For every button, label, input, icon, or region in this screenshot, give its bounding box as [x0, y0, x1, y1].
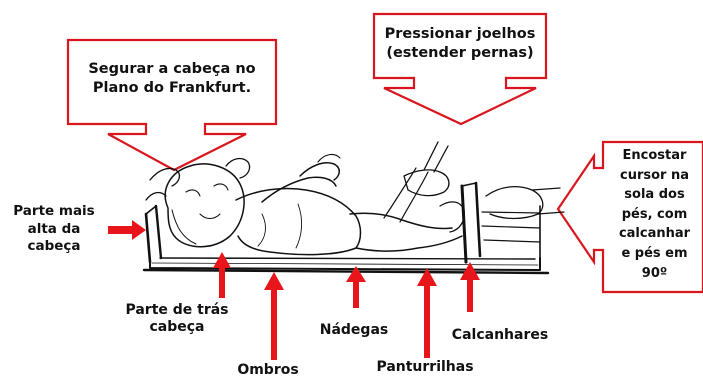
top-of-head-label: Parte mais alta da cabeça — [4, 203, 104, 256]
shoulders-arrow — [264, 272, 284, 360]
buttocks-arrow — [346, 266, 366, 308]
calves-label-line: Panturrilhas — [376, 359, 474, 375]
feet-callout-line: sola dos — [624, 187, 685, 203]
top-of-head-label-line: cabeça — [27, 238, 81, 254]
back-of-head-arrow — [213, 252, 231, 298]
feet-callout-line: Encostar — [622, 148, 687, 163]
head-callout-line: Plano do Frankfurt. — [92, 80, 252, 96]
feet-callout-text: Encostar cursor na sola dos pés, com cal… — [606, 146, 703, 283]
head-callout-text: Segurar a cabeça no Plano do Frankfurt. — [72, 60, 272, 98]
shoulders-label: Ombros — [228, 362, 308, 379]
feet-callout-line: pés, com — [621, 206, 688, 222]
feet-callout-box — [556, 140, 703, 294]
back-of-head-label-line: Parte de trás — [125, 302, 229, 318]
top-of-head-arrow — [108, 220, 146, 240]
knees-callout-line: (estender pernas) — [386, 45, 534, 61]
top-of-head-label-line: Parte mais — [13, 203, 95, 219]
heels-arrow — [460, 262, 480, 312]
feet-callout-line: cursor na — [619, 167, 689, 183]
red-arrows — [108, 220, 480, 360]
measuring-board — [142, 181, 550, 275]
calves-arrow — [417, 268, 437, 358]
heels-label-line: Calcanhares — [451, 327, 549, 343]
feet-callout-line: e pés em — [621, 245, 688, 261]
top-of-head-label-line: alta da — [27, 220, 81, 237]
back-of-head-label-line: cabeça — [149, 319, 205, 335]
knees-callout-text: Pressionar joelhos (estender pernas) — [376, 25, 544, 63]
buttocks-label: Nádegas — [312, 322, 396, 339]
heels-label: Calcanhares — [440, 327, 560, 344]
child-figure — [145, 141, 565, 256]
knees-callout-line: Pressionar joelhos — [384, 26, 536, 42]
head-callout-box — [66, 38, 278, 172]
feet-callout-line: 90º — [641, 265, 668, 281]
shoulders-label-line: Ombros — [237, 362, 299, 378]
feet-callout-line: calcanhar — [618, 226, 691, 242]
head-callout-line: Segurar a cabeça no — [88, 61, 256, 77]
back-of-head-label: Parte de trás cabeça — [122, 302, 232, 336]
buttocks-label-line: Nádegas — [319, 322, 389, 338]
calves-label: Panturrilhas — [370, 359, 480, 376]
knees-callout-box — [372, 12, 548, 126]
